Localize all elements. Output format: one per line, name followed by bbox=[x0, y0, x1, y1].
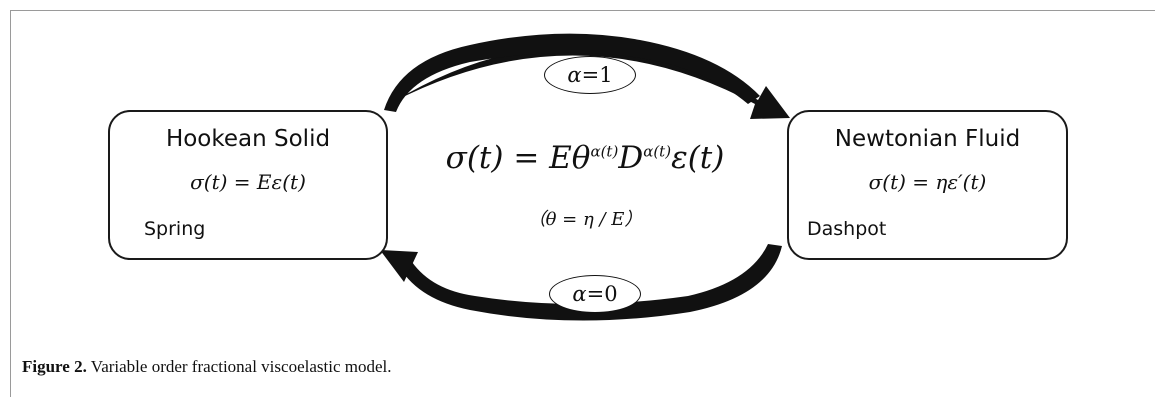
caption-label: Figure 2. bbox=[22, 357, 87, 376]
alpha-symbol-top: α bbox=[567, 63, 582, 87]
alpha-value-top: =1 bbox=[581, 63, 613, 87]
figure-caption: Figure 2. Variable order fractional visc… bbox=[22, 357, 391, 377]
newtonian-fluid-title: Newtonian Fluid bbox=[834, 126, 1021, 152]
bottom-arc-arrowhead bbox=[380, 250, 418, 282]
figure-frame bbox=[10, 10, 1155, 397]
central-equation: σ(t) = Eθα(t)Dα(t)ε(t) bbox=[420, 140, 750, 176]
hookean-solid-box: Hookean Solid σ(t) = Eε(t) Spring bbox=[108, 110, 388, 260]
alpha-value-bottom: =0 bbox=[586, 282, 618, 306]
equation-mid: D bbox=[618, 140, 644, 176]
newtonian-equation: σ(t) = ηε′(t) bbox=[868, 170, 987, 194]
alpha-zero-condition: α=0 bbox=[549, 275, 641, 313]
top-arc-body bbox=[384, 33, 760, 112]
equation-main: σ(t) = Eθ bbox=[445, 140, 591, 176]
alpha-one-condition: α=1 bbox=[544, 56, 636, 94]
equation-sup2: α(t) bbox=[643, 142, 672, 161]
spring-label: Spring bbox=[144, 218, 206, 240]
newtonian-fluid-box: Newtonian Fluid σ(t) = ηε′(t) Dashpot bbox=[787, 110, 1068, 260]
alpha-symbol-bottom: α bbox=[572, 282, 587, 306]
dashpot-label: Dashpot bbox=[807, 218, 887, 240]
equation-sup1: α(t) bbox=[590, 142, 619, 161]
top-arc-arrow bbox=[393, 46, 790, 120]
bottom-arc-body bbox=[400, 244, 782, 321]
equation-tail: ε(t) bbox=[671, 140, 725, 176]
hookean-solid-title: Hookean Solid bbox=[165, 126, 331, 152]
caption-text: Variable order fractional viscoelastic m… bbox=[86, 357, 392, 376]
hookean-equation: σ(t) = Eε(t) bbox=[190, 170, 306, 194]
theta-relation: （θ = η / E） bbox=[527, 209, 643, 230]
